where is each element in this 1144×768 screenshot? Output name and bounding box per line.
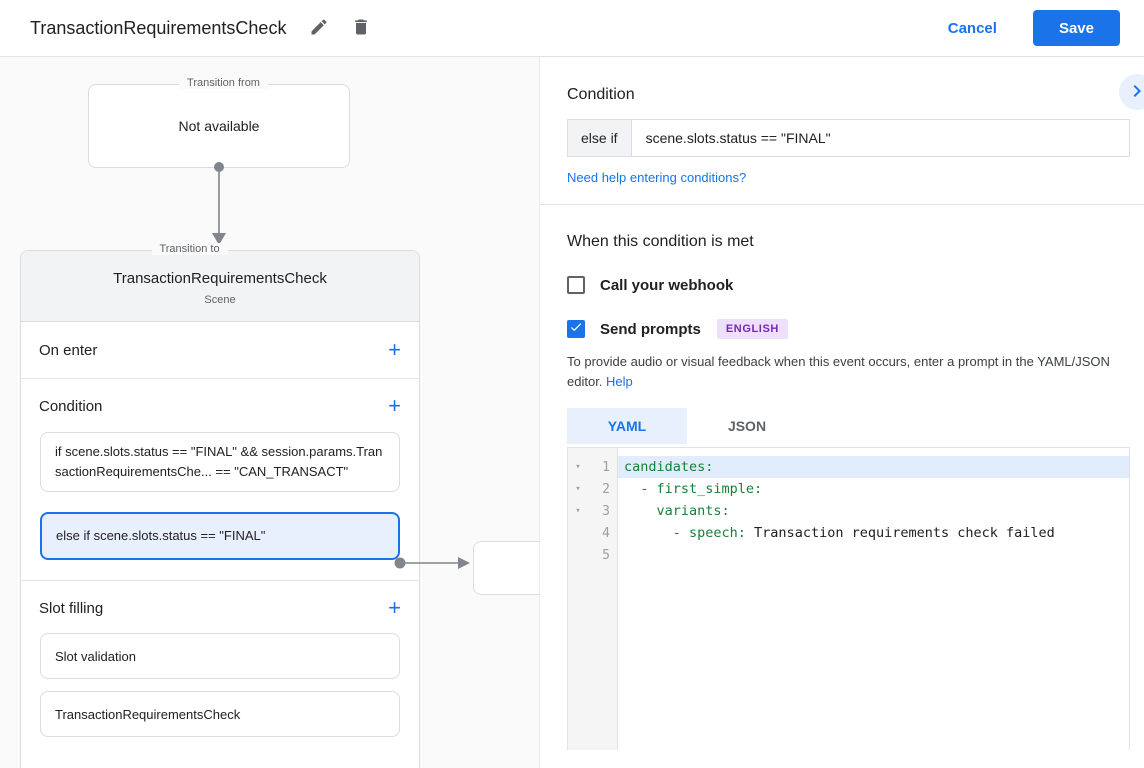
help-link[interactable]: Help xyxy=(606,374,633,389)
slot-filling-section: Slot filling + Slot validation Transacti… xyxy=(21,581,419,757)
condition-editor-panel: Condition else if Need help entering con… xyxy=(540,57,1144,768)
checkmark-icon xyxy=(569,320,583,339)
call-webhook-checkbox[interactable] xyxy=(567,276,585,294)
condition-transition-arrow xyxy=(394,557,470,569)
add-condition-icon[interactable]: + xyxy=(388,393,401,418)
language-badge: ENGLISH xyxy=(716,319,788,339)
scene-name: TransactionRequirementsCheck xyxy=(113,270,327,287)
condition-expression-row: else if xyxy=(567,119,1130,157)
scene-card: TransactionRequirementsCheck Scene On en… xyxy=(20,250,420,768)
line-number: 4 xyxy=(602,525,610,541)
fold-icon[interactable]: ▾ xyxy=(575,484,581,494)
code-line[interactable]: variants: xyxy=(624,503,730,519)
condition-section: Condition + if scene.slots.status == "FI… xyxy=(21,379,419,581)
webhook-row: Call your webhook xyxy=(567,276,1130,294)
page-title: TransactionRequirementsCheck xyxy=(30,17,287,38)
scene-type-label: Scene xyxy=(204,294,236,306)
condition-item-selected[interactable]: else if scene.slots.status == "FINAL" xyxy=(40,512,400,560)
code-line[interactable]: - speech: Transaction requirements check… xyxy=(624,525,1055,541)
code-line[interactable]: candidates: xyxy=(618,456,1129,478)
tab-yaml[interactable]: YAML xyxy=(567,408,687,444)
tab-json[interactable]: JSON xyxy=(687,408,807,444)
on-enter-label: On enter xyxy=(39,341,98,359)
prompt-description: To provide audio or visual feedback when… xyxy=(567,354,1110,389)
line-number: 1 xyxy=(602,459,610,475)
when-condition-heading: When this condition is met xyxy=(567,233,754,250)
cancel-button[interactable]: Cancel xyxy=(947,19,997,37)
transition-from-label: Transition from xyxy=(179,77,268,89)
editor-tabs: YAML JSON xyxy=(567,408,1130,444)
delete-scene-button[interactable] xyxy=(350,17,372,39)
condition-expression-input[interactable] xyxy=(631,120,1129,156)
save-button[interactable]: Save xyxy=(1032,10,1120,46)
line-number: 3 xyxy=(602,503,610,519)
scene-card-header[interactable]: TransactionRequirementsCheck Scene xyxy=(21,251,419,322)
send-prompts-row: Send prompts ENGLISH xyxy=(567,319,1130,339)
code-line[interactable] xyxy=(618,544,1129,566)
slot-filling-label: Slot filling xyxy=(39,599,104,617)
condition-item[interactable]: if scene.slots.status == "FINAL" && sess… xyxy=(40,432,400,492)
transition-arrow-down xyxy=(212,162,226,245)
collapse-panel-button[interactable] xyxy=(1119,74,1144,110)
conditions-help-link[interactable]: Need help entering conditions? xyxy=(567,170,747,185)
slot-item[interactable]: TransactionRequirementsCheck xyxy=(40,691,400,737)
call-webhook-label: Call your webhook xyxy=(600,276,734,294)
transition-target-box[interactable] xyxy=(473,541,539,595)
edit-title-button[interactable] xyxy=(308,17,330,39)
fold-icon[interactable]: ▾ xyxy=(575,506,581,516)
editor-code-area[interactable]: candidates: - first_simple: variants: - … xyxy=(618,448,1129,750)
transition-from-value: Not available xyxy=(178,118,260,134)
slot-item[interactable]: Slot validation xyxy=(40,633,400,679)
transition-from-box[interactable]: Not available xyxy=(88,84,350,168)
section-divider xyxy=(540,204,1144,205)
pencil-icon xyxy=(309,17,329,40)
chevron-right-icon xyxy=(1125,79,1144,106)
condition-prefix: else if xyxy=(568,120,632,156)
trash-icon xyxy=(351,17,371,40)
editor-gutter: ▾ 1 ▾ 2 ▾ 3 4 5 xyxy=(568,448,618,750)
send-prompts-label: Send prompts xyxy=(600,320,701,338)
scene-graph-canvas: Transition from Not available Transition… xyxy=(0,57,540,768)
add-on-enter-icon[interactable]: + xyxy=(388,337,401,362)
yaml-code-editor[interactable]: ▾ 1 ▾ 2 ▾ 3 4 5 candidates: - first_simple:… xyxy=(567,447,1130,750)
transition-to-label: Transition to xyxy=(151,243,228,255)
add-slot-icon[interactable]: + xyxy=(388,595,401,620)
panel-title: Condition xyxy=(567,86,635,103)
condition-section-label: Condition xyxy=(39,397,103,415)
top-bar: TransactionRequirementsCheck Cancel Save xyxy=(0,0,1144,57)
line-number: 2 xyxy=(602,481,610,497)
fold-icon[interactable]: ▾ xyxy=(575,462,581,472)
code-line[interactable]: - first_simple: xyxy=(624,481,763,497)
line-number: 5 xyxy=(602,547,610,563)
on-enter-section[interactable]: On enter + xyxy=(21,322,419,379)
send-prompts-checkbox[interactable] xyxy=(567,320,585,338)
